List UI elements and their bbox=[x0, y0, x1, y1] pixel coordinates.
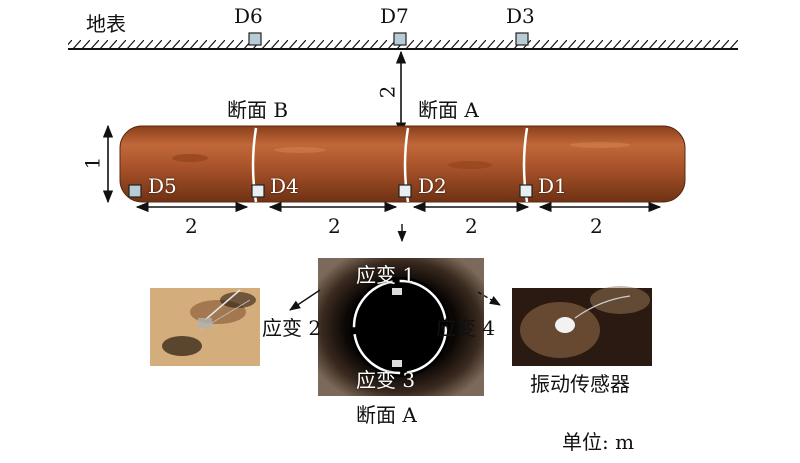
surface-sensor-label-d3: D3 bbox=[506, 4, 535, 28]
sensor-box-d7 bbox=[393, 32, 407, 46]
spacing-label-4: 2 bbox=[590, 214, 603, 238]
depth-label: 2 bbox=[375, 85, 400, 99]
pipe-sensor-label-d1: D1 bbox=[538, 174, 567, 198]
diameter-label: 1 bbox=[80, 156, 105, 170]
vibration-sensor-label: 振动传感器 bbox=[530, 372, 630, 396]
pipe-sensor-label-d4: D4 bbox=[270, 174, 299, 198]
pipe-sensor-label-d5: D5 bbox=[148, 174, 177, 198]
spacing-label-3: 2 bbox=[465, 214, 478, 238]
strain-label-3: 应变 3 bbox=[356, 368, 416, 392]
section-b-label: 断面 B bbox=[227, 98, 289, 122]
ground-label: 地表 bbox=[86, 12, 126, 36]
spacing-label-1: 2 bbox=[185, 214, 198, 238]
unit-label: 单位: m bbox=[562, 430, 635, 454]
surface-sensor-label-d6: D6 bbox=[234, 4, 263, 28]
sensor-box-d2 bbox=[398, 184, 412, 198]
spacing-label-2: 2 bbox=[328, 214, 341, 238]
surface-sensor-label-d7: D7 bbox=[380, 4, 409, 28]
strain-label-1: 应变 1 bbox=[356, 263, 416, 287]
cross-section-photo bbox=[318, 258, 484, 396]
vibration-sensor-photo bbox=[512, 286, 652, 366]
arrow-to-strain-photo bbox=[289, 289, 321, 311]
strain-label-2: 应变 2 bbox=[262, 316, 322, 340]
sensor-box-d1 bbox=[519, 184, 533, 198]
strain-label-4: 应变 4 bbox=[436, 316, 496, 340]
sensor-box-d6 bbox=[248, 32, 262, 46]
sensor-box-d3 bbox=[515, 32, 529, 46]
pipe-sensor-label-d2: D2 bbox=[418, 174, 447, 198]
cross-section-caption: 断面 A bbox=[356, 403, 417, 427]
arrow-to-sensor-photo bbox=[477, 291, 501, 306]
section-a-label: 断面 A bbox=[418, 98, 479, 122]
cross-section-ring bbox=[352, 279, 448, 375]
sensor-box-d5 bbox=[128, 184, 142, 198]
strain-gauge-photo bbox=[150, 288, 260, 366]
sensor-box-d4 bbox=[251, 184, 265, 198]
pipe bbox=[119, 125, 686, 203]
